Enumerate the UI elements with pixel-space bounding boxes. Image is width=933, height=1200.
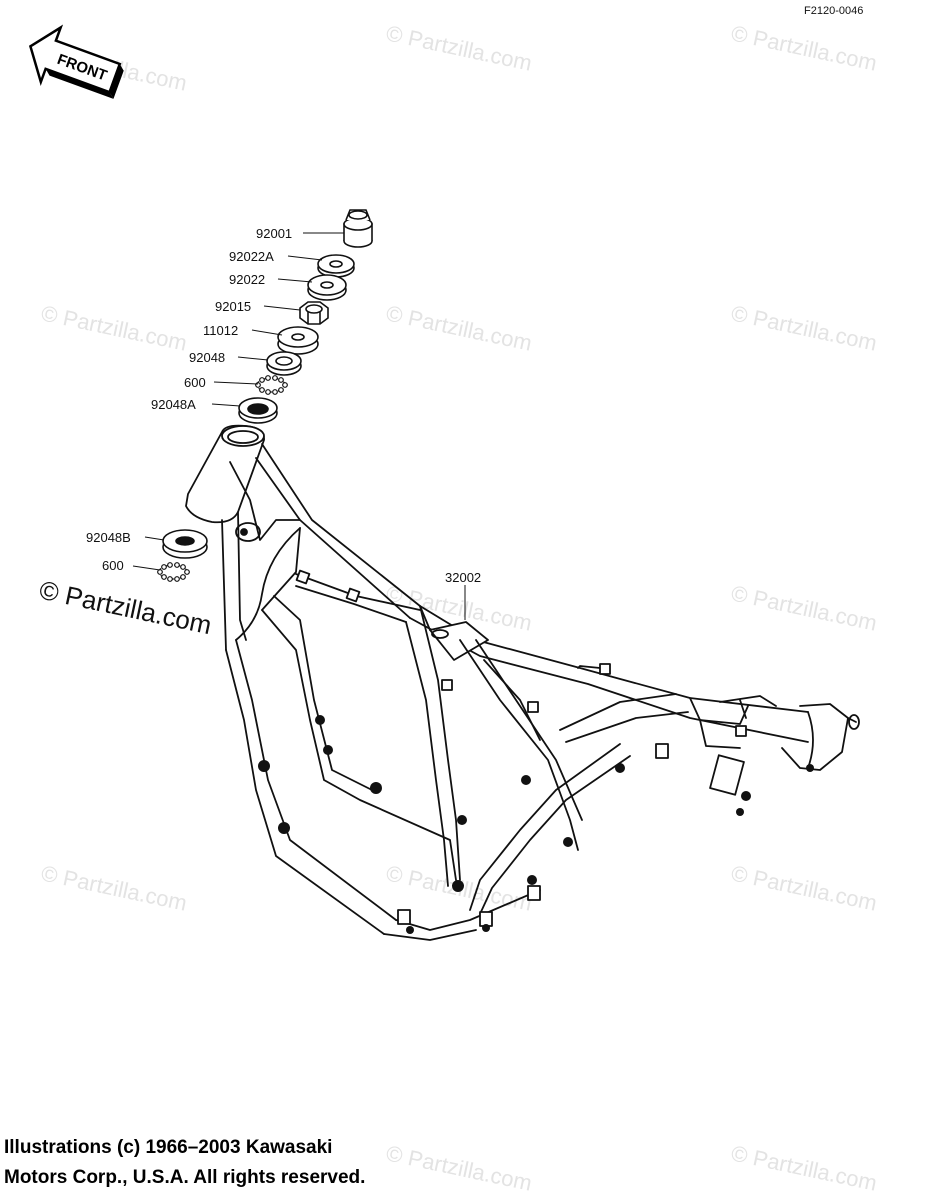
callout-92022: 92022 [229,272,265,287]
steering-stem-parts [157,209,373,582]
mounting-tabs [295,569,747,927]
watermark-prominent: © Partzilla.com [37,575,215,641]
upper-outer-race [238,397,278,424]
watermark-layer: © Partzilla.com © Partzilla.com © Partzi… [37,20,879,1195]
upper-race [266,351,302,376]
washer-a [317,254,355,278]
leader-lines [132,232,466,620]
callout-92048a: 92048A [151,397,196,412]
steel-balls-upper [255,375,288,395]
watermark: © Partzilla.com [384,300,534,355]
stem-nut [343,209,373,248]
watermark: © Partzilla.com [729,580,879,635]
callout-92048: 92048 [189,350,225,365]
watermark: © Partzilla.com [729,1140,879,1195]
callout-92001: 92001 [256,226,292,241]
callout-92022a: 92022A [229,249,274,264]
watermark: © Partzilla.com [39,300,189,355]
diagram-code: F2120-0046 [804,5,863,17]
hex-nut [299,301,329,325]
copyright-notice: Illustrations (c) 1966–2003 Kawasaki Mot… [4,1133,604,1193]
callout-600-lower: 600 [102,558,124,573]
callout-92048b: 92048B [86,530,131,545]
washer [307,274,347,301]
callout-11012: 11012 [203,323,238,338]
callout-labels: 92001 92022A 92022 92015 11012 92048 600… [86,226,481,585]
watermark: © Partzilla.com [729,860,879,915]
copyright-line-2: Motors Corp., U.S.A. All rights reserved… [4,1167,366,1188]
front-arrow-icon: FRONT [28,24,124,99]
lower-race [162,529,208,559]
watermark: © Partzilla.com [729,20,879,75]
callout-600-upper: 600 [184,375,206,390]
motorcycle-frame [185,424,860,941]
watermark: © Partzilla.com [384,20,534,75]
callout-32002: 32002 [445,570,481,585]
watermark: © Partzilla.com [39,860,189,915]
copyright-line-1: Illustrations (c) 1966–2003 Kawasaki [4,1137,333,1158]
callout-92015: 92015 [215,299,251,314]
mounting-bolts [258,715,814,934]
watermark: © Partzilla.com [729,300,879,355]
bearing-cap [277,326,319,355]
steel-balls-lower [157,562,190,582]
